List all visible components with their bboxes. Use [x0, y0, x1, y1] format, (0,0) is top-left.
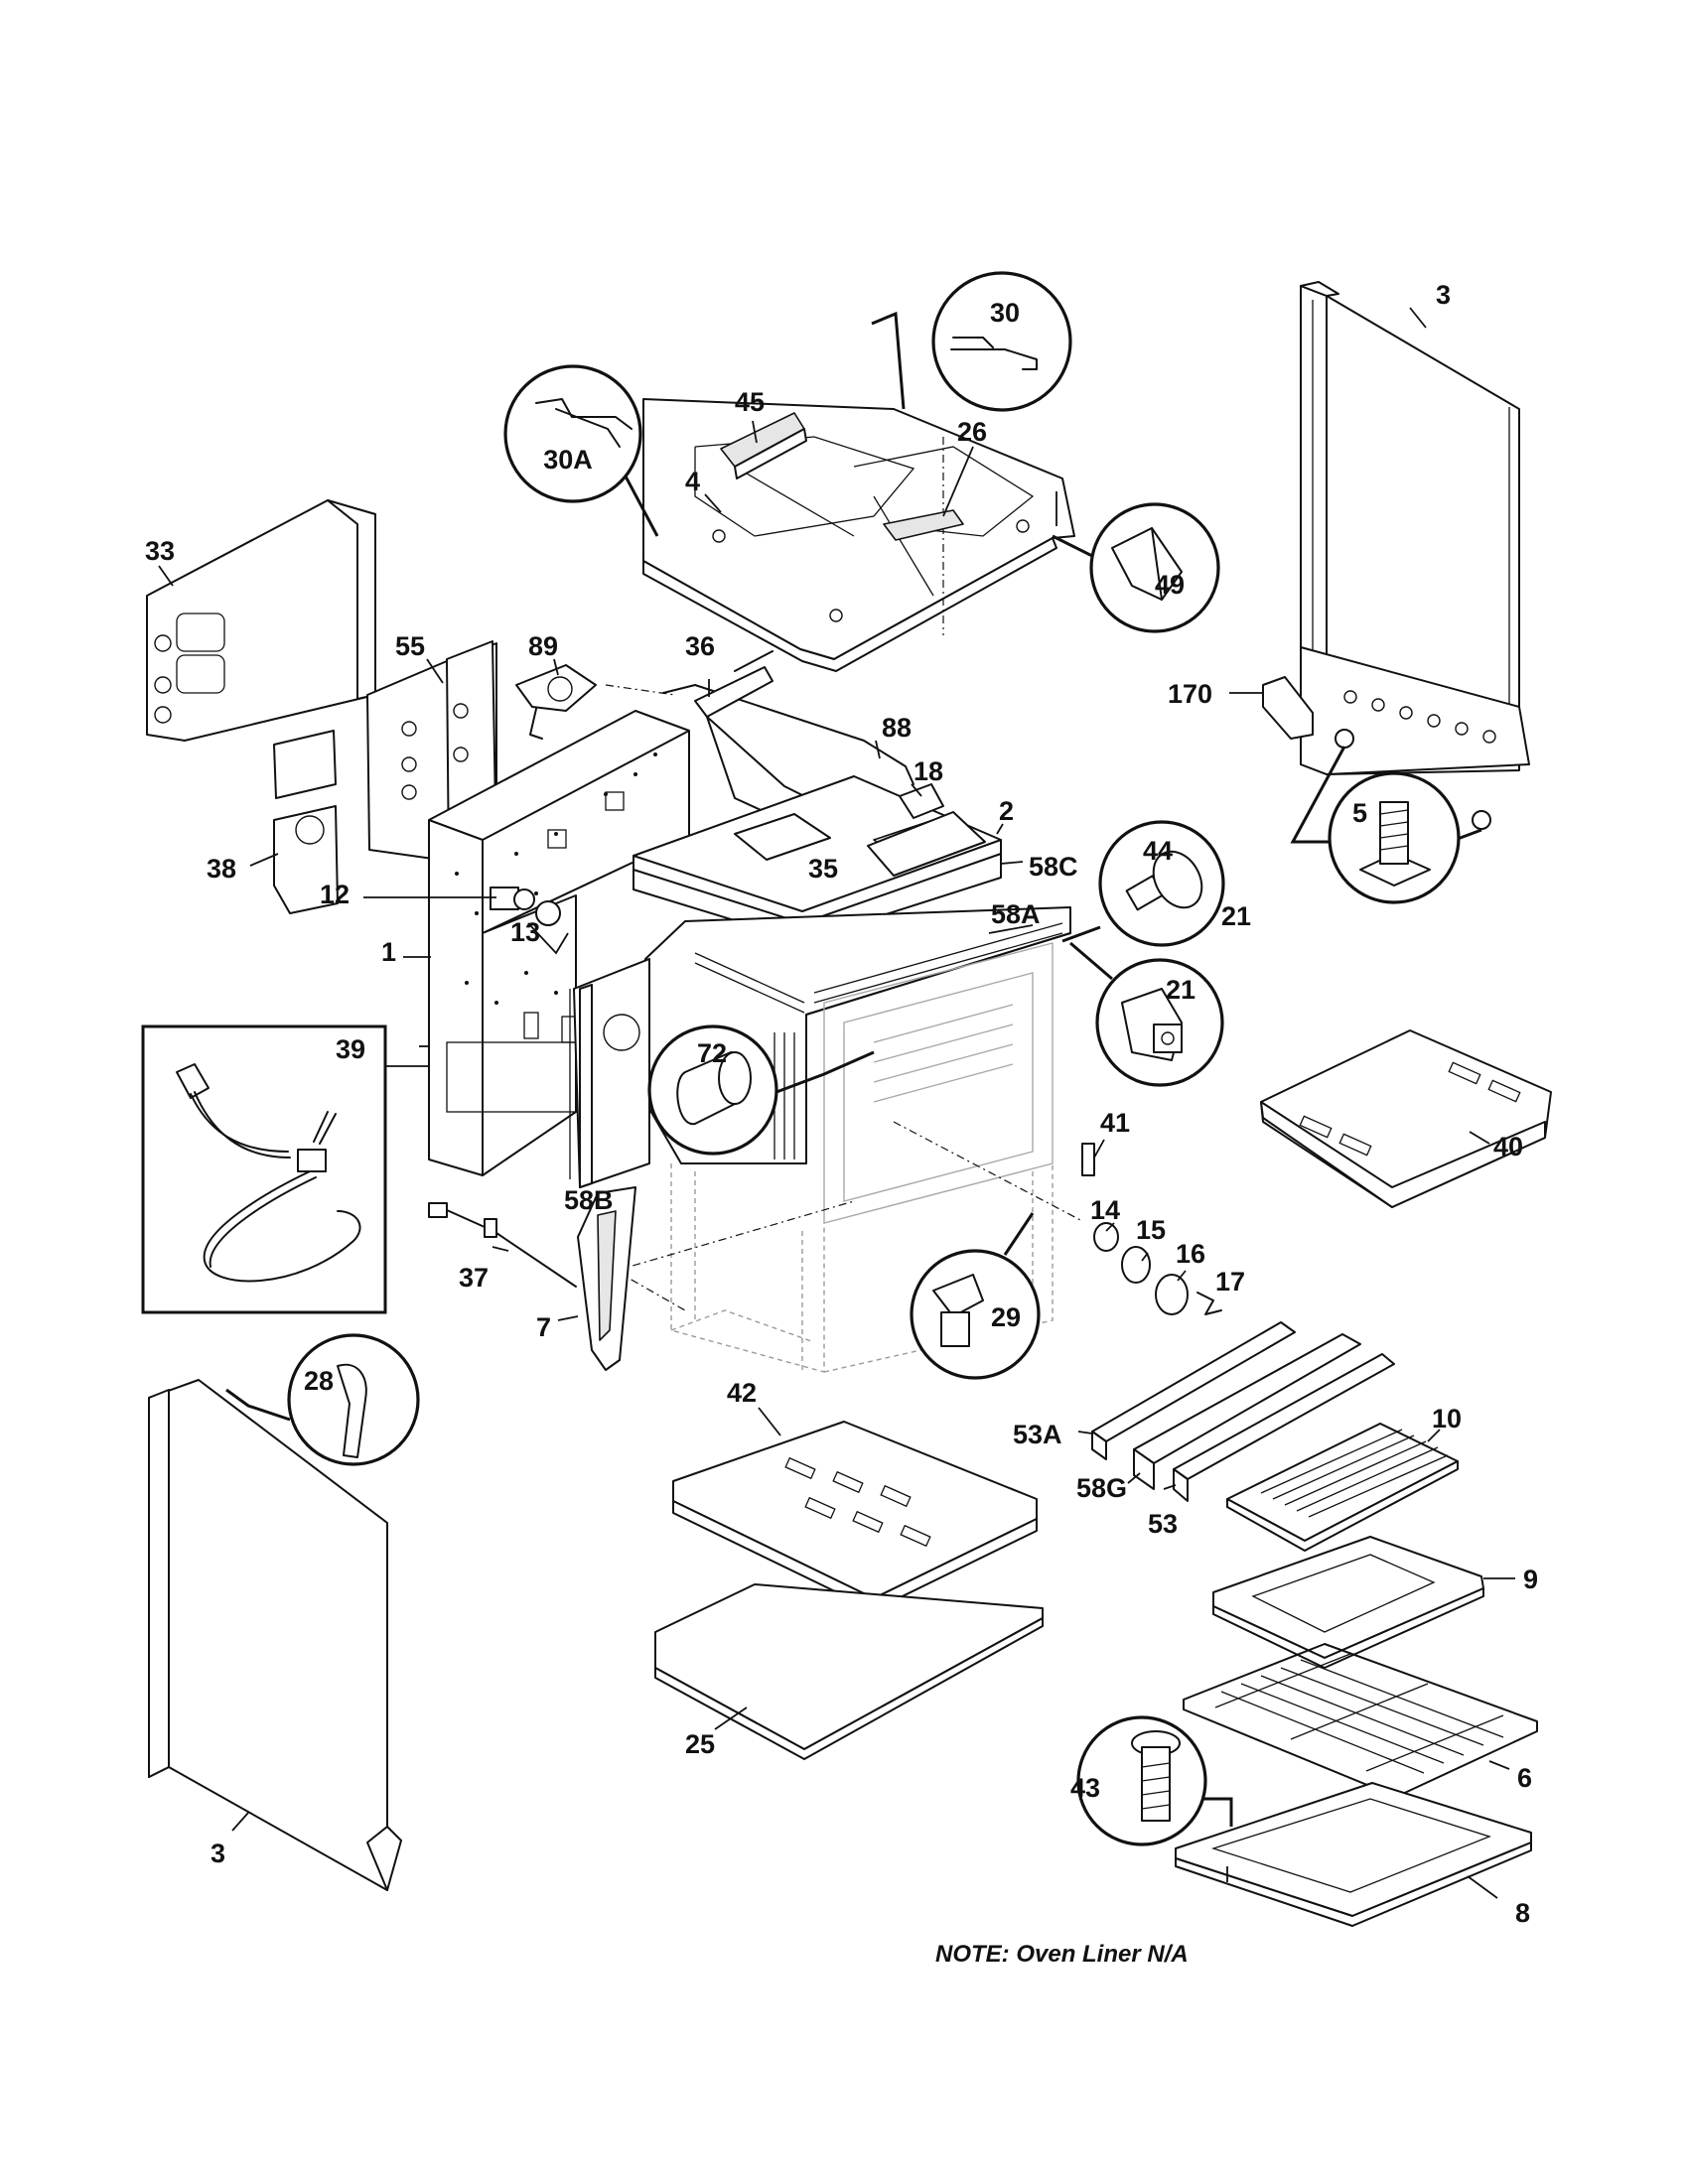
callout-29	[910, 1212, 1041, 1380]
label-25: 25	[685, 1729, 715, 1759]
label-55: 55	[395, 631, 425, 661]
label-10: 10	[1432, 1404, 1462, 1433]
label-17: 17	[1215, 1267, 1245, 1297]
callout-72	[647, 1024, 875, 1156]
part-38-insulation	[249, 730, 339, 914]
label-8: 8	[1515, 1898, 1530, 1928]
label-37: 37	[459, 1263, 489, 1293]
part-33-back-wrapper	[146, 499, 376, 742]
label-5: 5	[1352, 798, 1367, 828]
part-25-lower-panel	[654, 1583, 1044, 1760]
part-58g-insulation	[1127, 1333, 1361, 1490]
label-35: 35	[808, 854, 838, 884]
label-21-bottom: 21	[1166, 975, 1196, 1005]
label-39: 39	[336, 1034, 365, 1064]
label-44: 44	[1143, 836, 1173, 866]
label-45: 45	[735, 387, 765, 417]
label-18: 18	[914, 756, 943, 786]
callout-44	[1061, 820, 1225, 947]
part-14-17-light-assembly	[1093, 1222, 1222, 1315]
label-29: 29	[991, 1302, 1021, 1332]
label-28: 28	[304, 1366, 334, 1396]
callout-30a	[503, 364, 642, 503]
label-14: 14	[1090, 1195, 1120, 1225]
label-41: 41	[1100, 1108, 1130, 1138]
label-30: 30	[990, 298, 1020, 328]
callout-49	[1089, 502, 1220, 633]
label-30a: 30A	[543, 445, 593, 475]
part-5-leveling-leg	[1290, 729, 1491, 904]
label-89: 89	[528, 631, 558, 661]
label-58a: 58A	[991, 899, 1041, 929]
part-53a-rail	[1077, 1321, 1296, 1460]
label-36: 36	[685, 631, 715, 661]
part-41-clip	[1081, 1139, 1105, 1176]
label-16: 16	[1176, 1239, 1205, 1269]
label-3-top: 3	[1436, 280, 1451, 310]
label-26: 26	[957, 417, 987, 447]
label-3-bottom: 3	[211, 1839, 225, 1868]
note-oven-liner: NOTE: Oven Liner N/A	[935, 1941, 1189, 1968]
part-1-frame-panel	[403, 710, 690, 1176]
label-12: 12	[320, 880, 350, 909]
part-26-bracket	[883, 446, 974, 541]
part-7-hinge	[557, 1186, 636, 1371]
label-58g: 58G	[1076, 1473, 1127, 1503]
callout-43	[1076, 1715, 1233, 1846]
part-12-13-fittings	[363, 887, 569, 955]
label-58c: 58C	[1029, 852, 1078, 882]
part-40-rail	[1260, 1029, 1552, 1208]
part-37-sensor	[428, 1202, 577, 1288]
label-4: 4	[685, 467, 700, 496]
insulation-stripes-58a	[694, 922, 1063, 1160]
leader-30a	[622, 472, 659, 537]
leader-30	[871, 311, 906, 410]
part-9-broiler-pan	[1212, 1536, 1515, 1669]
label-58b: 58B	[564, 1185, 614, 1215]
part-side-panel-left	[148, 1379, 402, 1891]
leader-49	[1052, 534, 1093, 558]
label-72: 72	[697, 1038, 727, 1068]
label-49: 49	[1155, 570, 1185, 600]
label-1: 1	[381, 937, 396, 967]
callout-21	[1069, 941, 1224, 1087]
label-13: 13	[510, 917, 540, 947]
part-main-top	[642, 398, 1075, 672]
part-42-oven-bottom	[672, 1407, 1038, 1611]
label-170: 170	[1168, 679, 1212, 709]
part-170-bracket	[1229, 676, 1314, 740]
label-33: 33	[145, 536, 175, 566]
label-2: 2	[999, 796, 1014, 826]
callout-28	[225, 1333, 420, 1466]
part-side-panel-right	[1300, 281, 1530, 775]
label-21-top: 21	[1221, 901, 1251, 931]
part-6-oven-rack	[1183, 1643, 1538, 1798]
label-88: 88	[882, 713, 912, 743]
part-39-power-cord-box	[141, 1024, 429, 1314]
label-15: 15	[1136, 1215, 1166, 1245]
label-6: 6	[1517, 1763, 1532, 1793]
label-38: 38	[207, 854, 236, 884]
part-10-broiler-grid	[1226, 1423, 1459, 1552]
label-53: 53	[1148, 1509, 1178, 1539]
label-9: 9	[1523, 1565, 1538, 1594]
callout-30	[931, 271, 1072, 412]
label-53a: 53A	[1013, 1420, 1062, 1449]
part-45-bracket	[720, 412, 807, 479]
part-labels: 3 30 30A 45 26 4 49 33 55 89 36 88 18 2 …	[145, 280, 1538, 1928]
label-40: 40	[1493, 1132, 1523, 1161]
label-43: 43	[1070, 1773, 1100, 1803]
part-8-frame	[1175, 1782, 1532, 1927]
label-7: 7	[536, 1312, 551, 1342]
part-53-rail	[1163, 1353, 1395, 1502]
label-42: 42	[727, 1378, 757, 1408]
